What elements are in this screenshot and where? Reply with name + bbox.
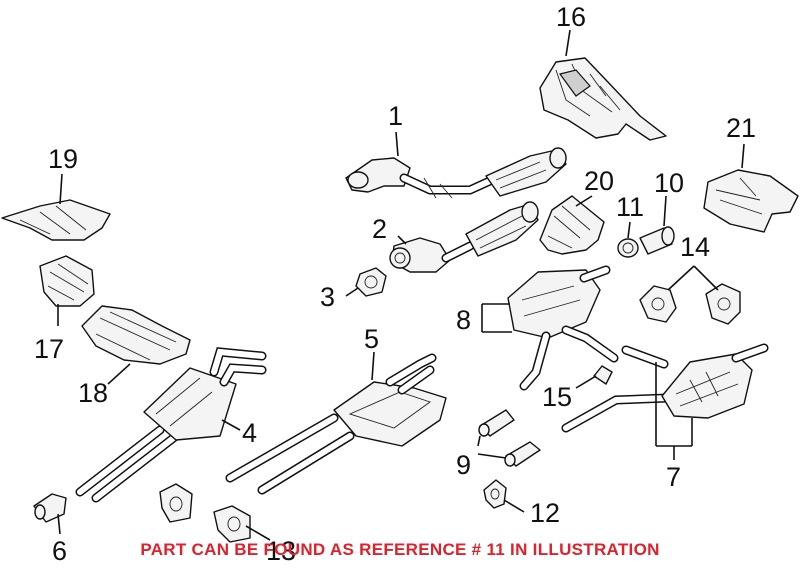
part-14-hangers[interactable]	[639, 283, 741, 325]
leader-lines	[57, 29, 745, 541]
part-8-muffler[interactable]	[507, 265, 619, 391]
part-11-clamp[interactable]	[617, 238, 639, 258]
callout-5[interactable]: 5	[364, 324, 379, 354]
callout-14[interactable]: 14	[680, 232, 710, 262]
part-1-catalytic-converter[interactable]	[345, 147, 567, 199]
callout-21[interactable]: 21	[726, 113, 756, 143]
callout-18[interactable]: 18	[78, 378, 108, 408]
reference-note: PART CAN BE FOUND AS REFERENCE # 11 IN I…	[140, 540, 660, 559]
part-15-clip[interactable]	[593, 365, 613, 385]
part-19-heat-shield[interactable]	[1, 199, 111, 241]
part-21-heat-shield[interactable]	[703, 169, 799, 233]
part-17-heat-shield[interactable]	[39, 255, 95, 307]
callout-16[interactable]: 16	[556, 2, 586, 32]
callout-1[interactable]: 1	[388, 101, 403, 131]
part-12-clamp[interactable]	[483, 479, 507, 509]
callout-10[interactable]: 10	[654, 168, 684, 198]
callout-2[interactable]: 2	[372, 214, 387, 244]
callout-labels: 1 2 3 4 5 6 7 8 9 10 11 12 13 14 15 16 1…	[34, 2, 756, 566]
part-20-heat-shield[interactable]	[539, 195, 605, 255]
part-2-catalytic-converter[interactable]	[389, 201, 539, 273]
callout-12[interactable]: 12	[530, 498, 560, 528]
part-13-hangers[interactable]	[159, 483, 251, 543]
callout-8[interactable]: 8	[456, 305, 471, 335]
callout-11[interactable]: 11	[616, 192, 644, 222]
callout-15[interactable]: 15	[542, 382, 572, 412]
callout-4[interactable]: 4	[242, 418, 257, 448]
part-10-pipe-sleeve[interactable]	[639, 226, 675, 255]
callout-7[interactable]: 7	[666, 462, 681, 492]
callout-9[interactable]: 9	[456, 450, 471, 480]
part-4-muffler[interactable]	[75, 347, 267, 503]
callout-17[interactable]: 17	[34, 334, 64, 364]
part-5-resonator[interactable]	[225, 353, 447, 495]
part-18-heat-shield[interactable]	[81, 305, 191, 365]
part-3-gasket[interactable]	[355, 267, 387, 297]
callout-20[interactable]: 20	[584, 166, 614, 196]
callout-3[interactable]: 3	[320, 282, 335, 312]
part-7-muffler[interactable]	[561, 343, 769, 433]
part-6-hanger[interactable]	[33, 493, 67, 523]
callout-6[interactable]: 6	[52, 536, 67, 566]
callout-19[interactable]: 19	[48, 144, 78, 174]
part-16-heat-shield[interactable]	[539, 57, 667, 141]
part-9-brackets[interactable]	[478, 409, 541, 467]
callout-13[interactable]: 13	[266, 536, 296, 566]
